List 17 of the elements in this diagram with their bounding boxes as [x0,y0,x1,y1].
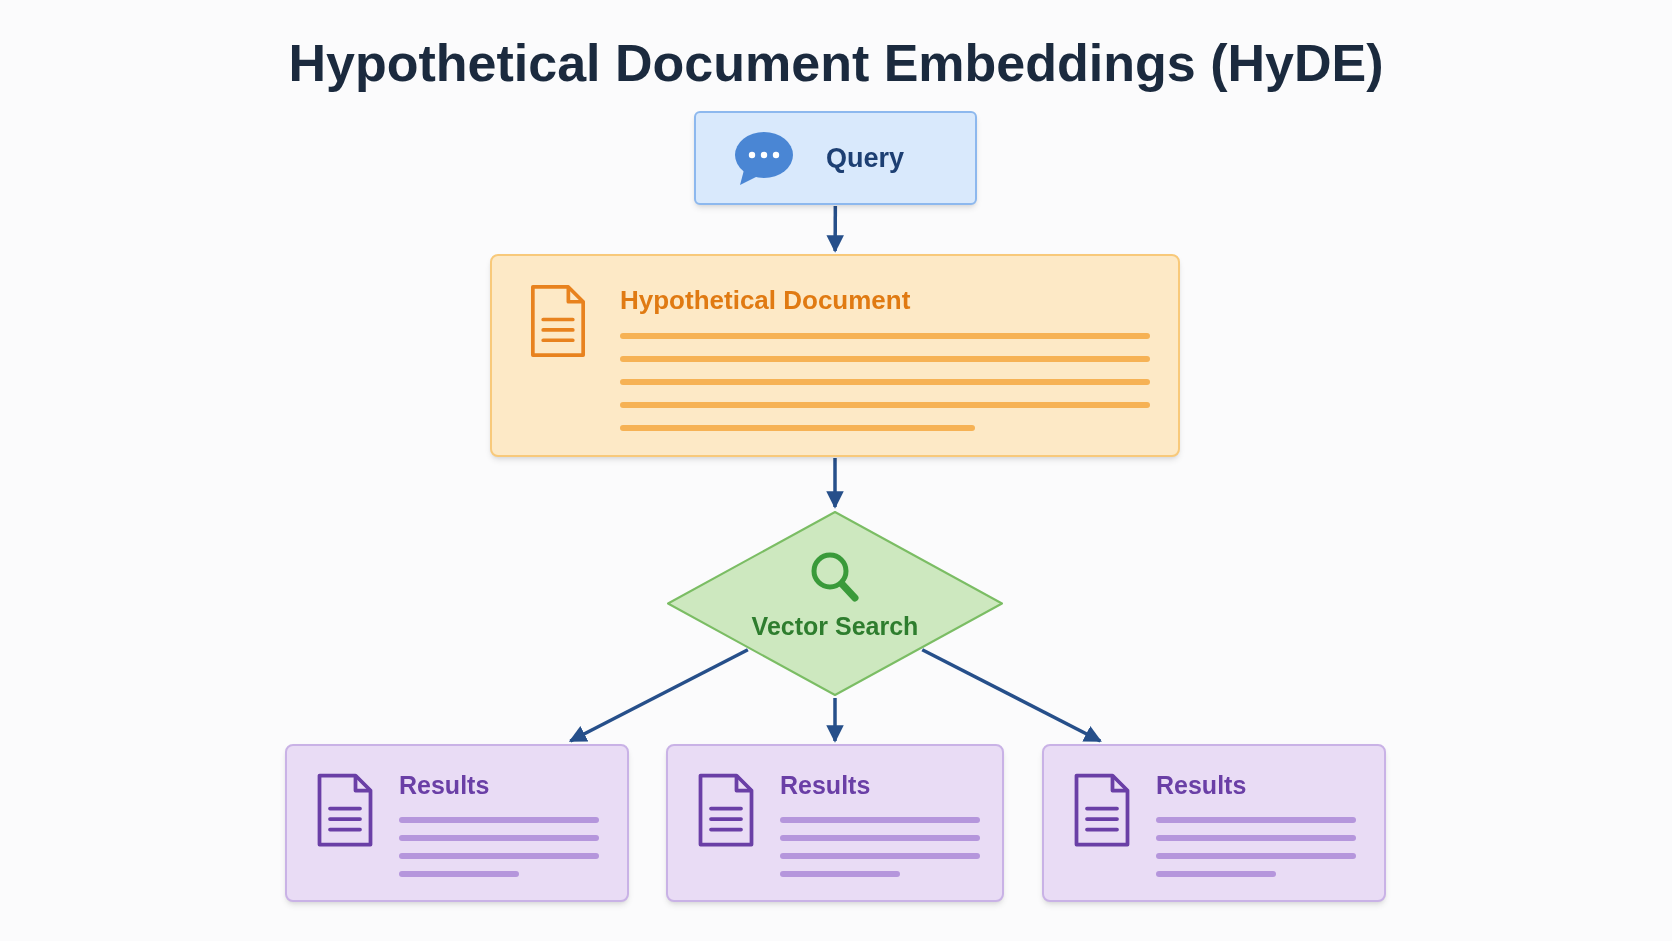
node-title: Results [1156,770,1248,801]
diagram-title: Hypothetical Document Embeddings (HyDE) [288,33,1384,94]
node-title: Hypothetical Document [620,284,912,317]
arrow [826,698,844,743]
node-label: Query [826,141,905,175]
arrow [826,206,844,253]
query-box [694,111,977,205]
node-label: Vector Search [751,610,919,642]
arrow [826,458,844,509]
node-title: Results [780,770,872,801]
arrow [921,648,1102,743]
result-card [285,744,629,902]
result-card [666,744,1004,902]
document-card [490,254,1180,457]
result-card [1042,744,1386,902]
node-title: Results [399,770,491,801]
arrow [568,648,749,743]
